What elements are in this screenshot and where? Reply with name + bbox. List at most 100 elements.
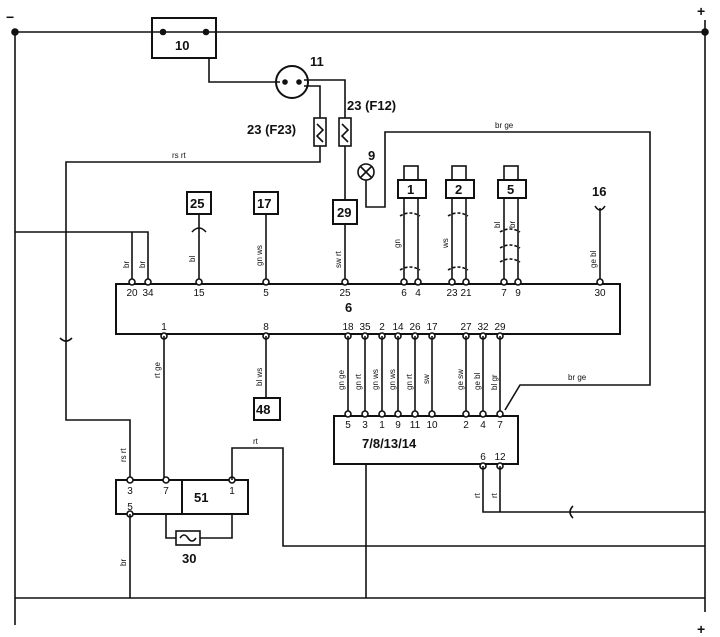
br-wires: br br bbox=[15, 231, 149, 342]
fuse-f23-label: 23 (F23) bbox=[247, 122, 296, 137]
wire-br-b: br bbox=[138, 261, 147, 268]
connector-top-pin-label: 5 bbox=[345, 420, 351, 431]
minus-rail-label: − bbox=[6, 9, 14, 25]
wire-gn-ge: gn ge bbox=[337, 369, 346, 390]
connector-label: 7/8/13/14 bbox=[362, 436, 417, 451]
wire-rs-rt-top: rs rt bbox=[172, 151, 187, 160]
ecu-top-pin-marker bbox=[341, 278, 349, 286]
ecu-top-pin-label: 34 bbox=[142, 288, 154, 299]
wire-br-ge-right: br ge bbox=[568, 373, 587, 382]
relay-pin-marker bbox=[126, 476, 134, 484]
ecu-top-pin-marker bbox=[128, 278, 136, 286]
ecu-top-pin-marker bbox=[144, 278, 152, 286]
ecu-top-pin-label: 5 bbox=[263, 288, 269, 299]
relay-pin-label: 1 bbox=[229, 486, 235, 497]
connector-top-pin-label: 10 bbox=[426, 420, 438, 431]
wire-rs-rt-left: rs rt bbox=[119, 447, 128, 462]
connector-bottom-pin-label: 12 bbox=[494, 452, 506, 463]
connector-top-pin-marker bbox=[378, 410, 386, 418]
ecu-bottom-pin-label: 17 bbox=[426, 322, 438, 333]
sensor-1-label: 1 bbox=[407, 182, 414, 197]
sensor-5: 5 bl br bbox=[493, 165, 527, 282]
component-25: 25 bl bbox=[186, 191, 212, 282]
connector-top-pin-marker bbox=[428, 410, 436, 418]
component-11-label: 11 bbox=[310, 54, 324, 69]
wire-rt-ge: rt ge bbox=[153, 361, 162, 378]
wire-br-ge-top: br ge bbox=[495, 121, 514, 130]
ecu-top-pin-label: 6 bbox=[401, 288, 407, 299]
wire-gn-1: gn bbox=[393, 239, 402, 248]
wire-ge-sw: ge sw bbox=[456, 369, 465, 390]
fuses: 23 (F23) 23 (F12) bbox=[65, 98, 396, 480]
connector-top-pin-label: 2 bbox=[463, 420, 469, 431]
ecu-top-pin-label: 25 bbox=[339, 288, 351, 299]
ecu-top-pin-label: 4 bbox=[415, 288, 421, 299]
connector-top-pin-label: 11 bbox=[410, 420, 421, 431]
ecu-top-pin-marker bbox=[195, 278, 203, 286]
wire-rt-a: rt bbox=[473, 492, 482, 498]
wire-ws-2: ws bbox=[441, 238, 450, 249]
ecu-top-pin-marker bbox=[462, 278, 470, 286]
component-11: 11 bbox=[275, 54, 346, 118]
component-9-label: 9 bbox=[368, 148, 375, 163]
sensor-1: 1 gn bbox=[393, 165, 427, 282]
wire-bl-ws: bl ws bbox=[255, 368, 264, 386]
ecu-bottom-pin-label: 35 bbox=[359, 322, 371, 333]
ecu-top-pin-marker bbox=[262, 278, 270, 286]
component-17-label: 17 bbox=[257, 196, 271, 211]
ecu-top-pin-marker bbox=[448, 278, 456, 286]
fuse-30-label: 30 bbox=[182, 551, 196, 566]
connector-top-pin-marker bbox=[411, 410, 419, 418]
connector-top-pin-label: 1 bbox=[379, 420, 385, 431]
component-17: 17 gn ws bbox=[253, 191, 279, 282]
component-48-label: 48 bbox=[256, 402, 270, 417]
fuse-f12-label: 23 (F12) bbox=[347, 98, 396, 113]
connector-top-pin-label: 9 bbox=[395, 420, 401, 431]
wire-br-bottom: br bbox=[119, 559, 128, 566]
wire-bl-25: bl bbox=[188, 256, 197, 262]
ecu-bottom-pin-label: 2 bbox=[379, 322, 385, 333]
control-unit-6-label: 6 bbox=[345, 300, 352, 315]
connector-top-pin-marker bbox=[361, 410, 369, 418]
ecu-top-pin-label: 23 bbox=[446, 288, 458, 299]
ecu-top-pin-label: 20 bbox=[126, 288, 138, 299]
fuse-30: 30 bbox=[175, 530, 201, 566]
sensor-2-label: 2 bbox=[455, 182, 462, 197]
ecu-bottom-wires: rt ge bl ws gn ge gn rt gn ws gn ws gn r… bbox=[153, 336, 587, 480]
ecu-top-pin-label: 7 bbox=[501, 288, 507, 299]
ecu-bottom-pin-label: 14 bbox=[392, 322, 404, 333]
wire-rt-b: rt bbox=[490, 492, 499, 498]
ecu-top-pin-marker bbox=[514, 278, 522, 286]
connector-top-pin-label: 4 bbox=[480, 420, 486, 431]
sensor-5-label: 5 bbox=[507, 182, 514, 197]
relay-pin-label: 5 bbox=[127, 502, 133, 513]
wire-rt-51: rt bbox=[253, 437, 259, 446]
connector-top-pin-marker bbox=[496, 410, 504, 418]
wire-gn-ws-17: gn ws bbox=[255, 245, 264, 266]
ecu-bottom-pin-label: 8 bbox=[263, 322, 269, 333]
sensor-2: 2 ws bbox=[441, 165, 475, 282]
wire-gn-rt: gn rt bbox=[354, 373, 363, 390]
ecu-bottom-pin-label: 18 bbox=[342, 322, 354, 333]
connector-top-pin-marker bbox=[462, 410, 470, 418]
connector-top-pin-marker bbox=[479, 410, 487, 418]
connector-top-pin-marker bbox=[394, 410, 402, 418]
plus-rail-label-bottom: + bbox=[697, 621, 705, 637]
relay-51-label: 51 bbox=[194, 490, 208, 505]
component-25-label: 25 bbox=[190, 196, 204, 211]
relay-pin-marker bbox=[162, 476, 170, 484]
ecu-top-pin-marker bbox=[500, 278, 508, 286]
connector-bottom-pin-label: 6 bbox=[480, 452, 486, 463]
wire-ge-bl-16: ge bl bbox=[589, 250, 598, 268]
connector-top-pin-label: 3 bbox=[362, 420, 368, 431]
component-16: 16 ge bl bbox=[589, 184, 606, 282]
ecu-top-pin-label: 21 bbox=[460, 288, 472, 299]
component-9: 9 br ge bbox=[357, 121, 651, 411]
component-29-label: 29 bbox=[337, 205, 351, 220]
